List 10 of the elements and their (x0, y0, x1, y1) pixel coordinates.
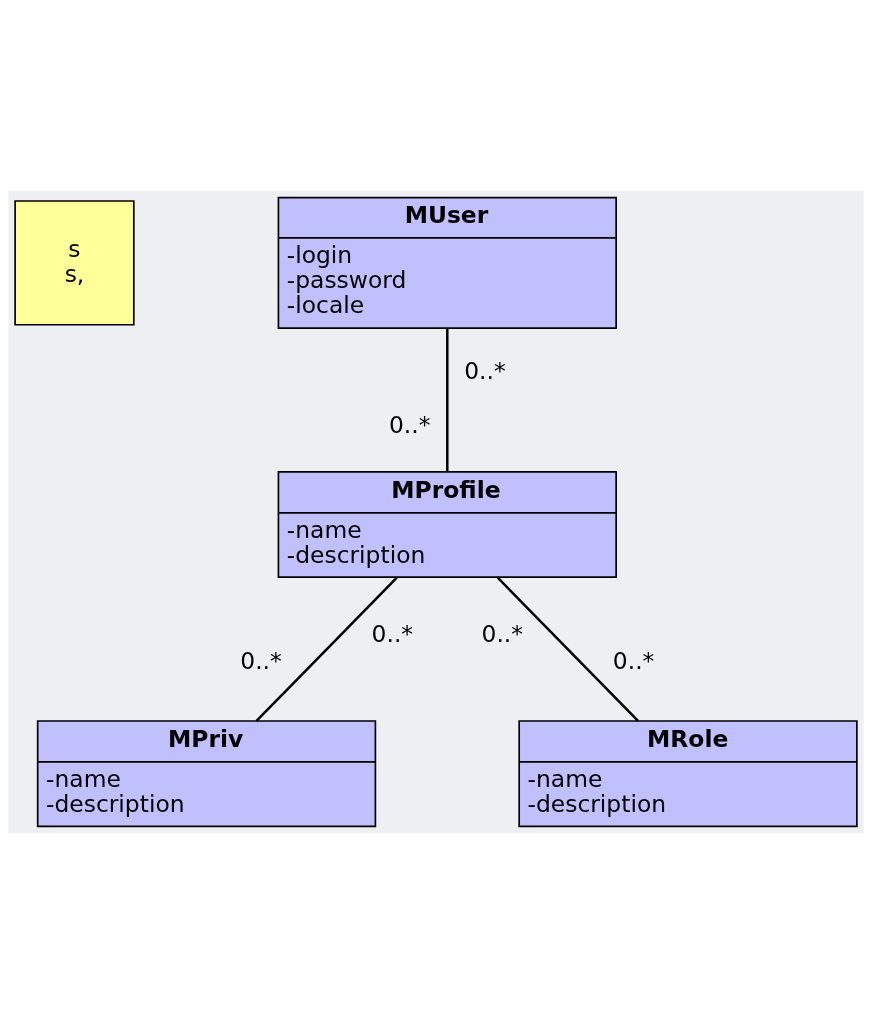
label: 0..* (612, 646, 655, 675)
connector (255, 576, 398, 722)
label: 0..* (388, 410, 431, 439)
label: 0..* (240, 646, 282, 675)
connector (446, 327, 449, 472)
label: 0..* (371, 619, 414, 648)
node-box: s s, (14, 199, 135, 326)
label: 0..* (464, 356, 506, 385)
label: 0..* (481, 619, 523, 648)
connector (496, 576, 639, 722)
